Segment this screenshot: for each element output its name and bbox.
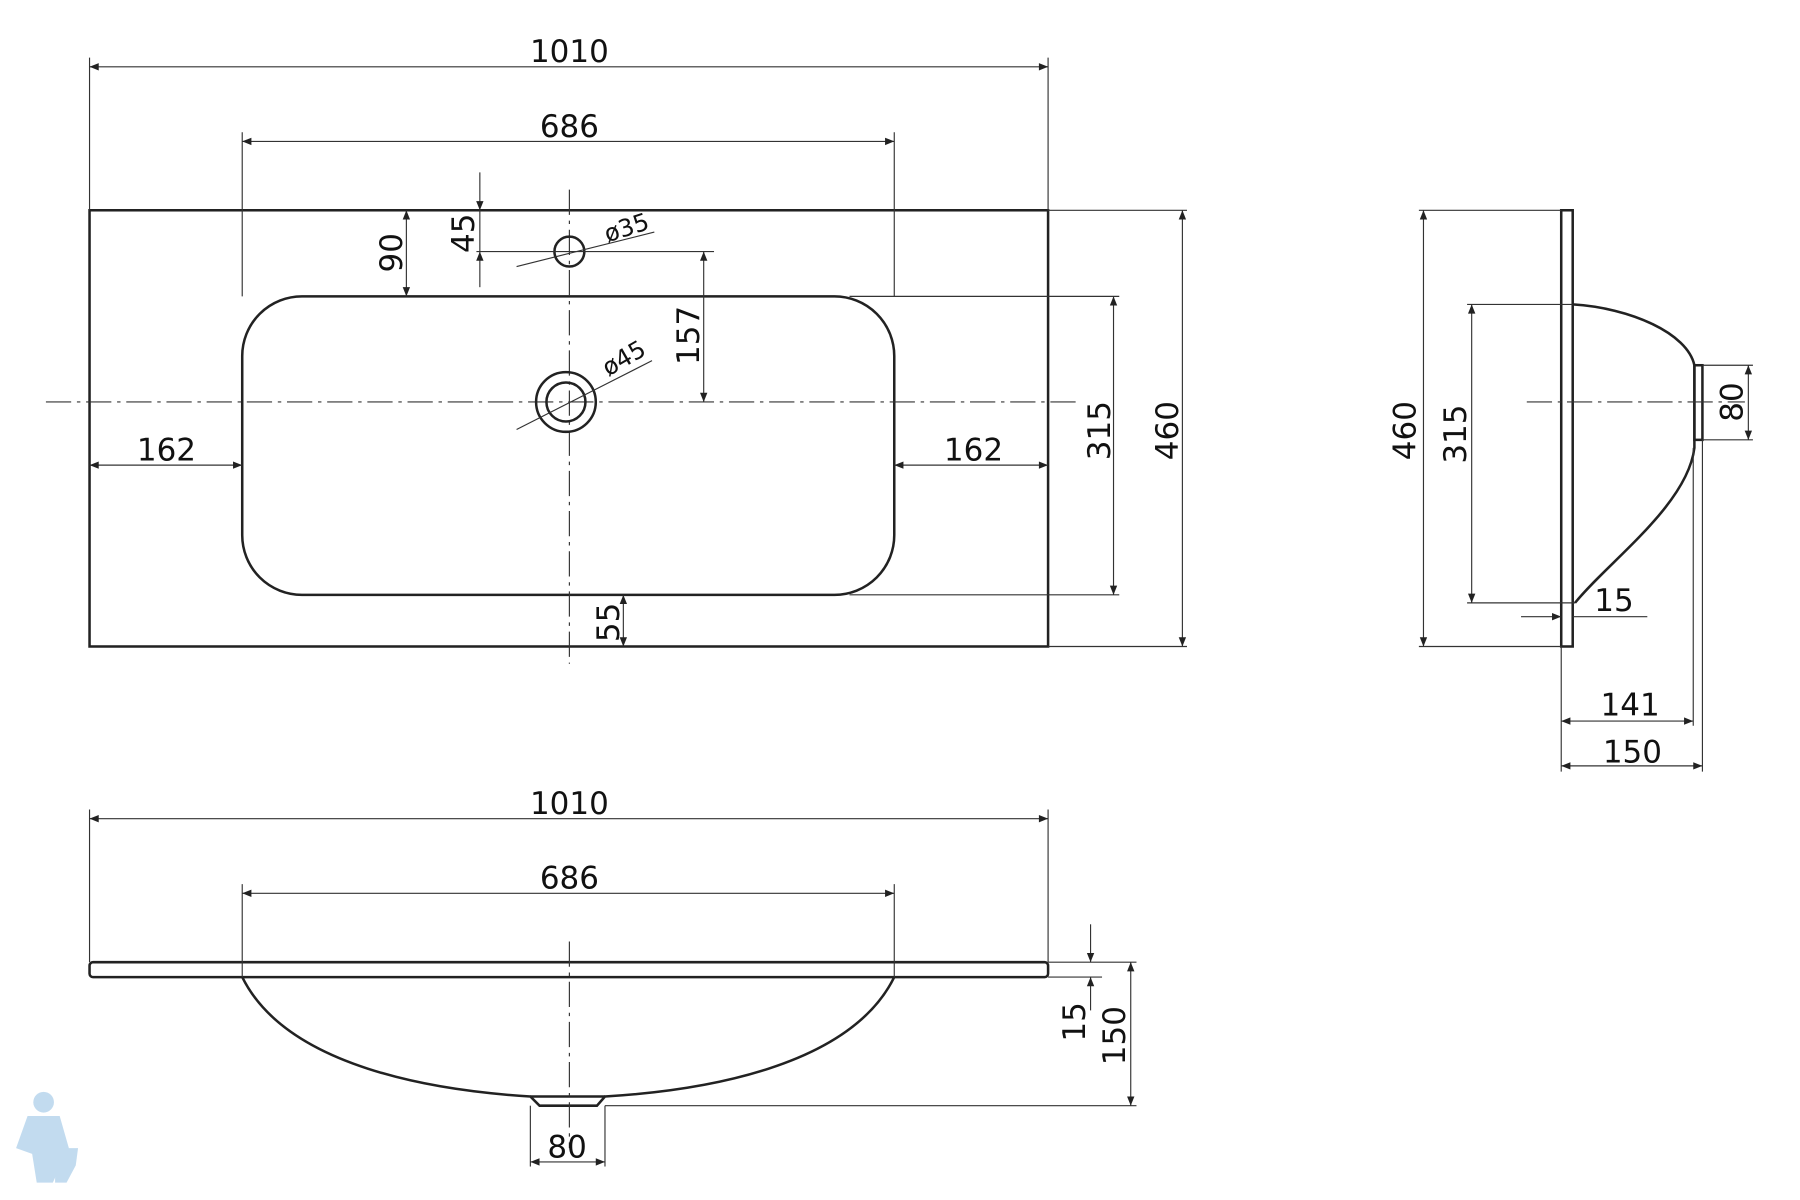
dim-front-total-height: 150 bbox=[1097, 1006, 1133, 1065]
dim-tap-to-drain: 157 bbox=[671, 306, 707, 365]
drain-outer bbox=[534, 370, 598, 434]
side-view: 460 315 80 15 141 150 bbox=[1387, 209, 1753, 772]
dim-front-overall-width: 1010 bbox=[530, 786, 609, 822]
front-view: 1010 686 15 150 80 bbox=[88, 786, 1137, 1167]
dim-overall-width: 1010 bbox=[530, 34, 609, 70]
top-view: 1010 686 90 45 ø35 157 ø45 162 162 315 4… bbox=[45, 34, 1187, 664]
dim-side-basin-depth: 315 bbox=[1438, 405, 1474, 464]
dim-basin-depth: 315 bbox=[1082, 401, 1118, 460]
dim-side-overall-depth: 460 bbox=[1387, 401, 1423, 460]
dim-side-margin-right: 162 bbox=[944, 433, 1003, 469]
dim-side-margin-left: 162 bbox=[137, 433, 196, 469]
dim-front-margin: 55 bbox=[591, 603, 627, 642]
side-slab bbox=[1559, 209, 1574, 648]
dim-front-basin-width: 686 bbox=[540, 861, 599, 897]
basin-outline bbox=[240, 295, 896, 597]
dim-side-bowl-projection: 141 bbox=[1601, 687, 1660, 723]
dim-side-slab-thickness: 15 bbox=[1594, 583, 1633, 619]
dim-top-margin: 90 bbox=[374, 233, 410, 272]
dim-overall-depth: 460 bbox=[1150, 401, 1186, 460]
drain-inner bbox=[545, 381, 587, 423]
dim-tap-diameter: ø35 bbox=[601, 208, 653, 249]
plumber-logo bbox=[16, 1091, 79, 1183]
dim-tap-offset: 45 bbox=[446, 214, 482, 253]
dim-side-total-projection: 150 bbox=[1603, 734, 1662, 770]
dim-front-slab-thickness: 15 bbox=[1057, 1002, 1093, 1041]
dim-basin-width: 686 bbox=[540, 109, 599, 145]
front-bowl bbox=[241, 976, 896, 1107]
side-bowl bbox=[1572, 303, 1696, 604]
dim-front-drain-width: 80 bbox=[547, 1129, 586, 1165]
dim-side-drain-height: 80 bbox=[1715, 382, 1751, 421]
